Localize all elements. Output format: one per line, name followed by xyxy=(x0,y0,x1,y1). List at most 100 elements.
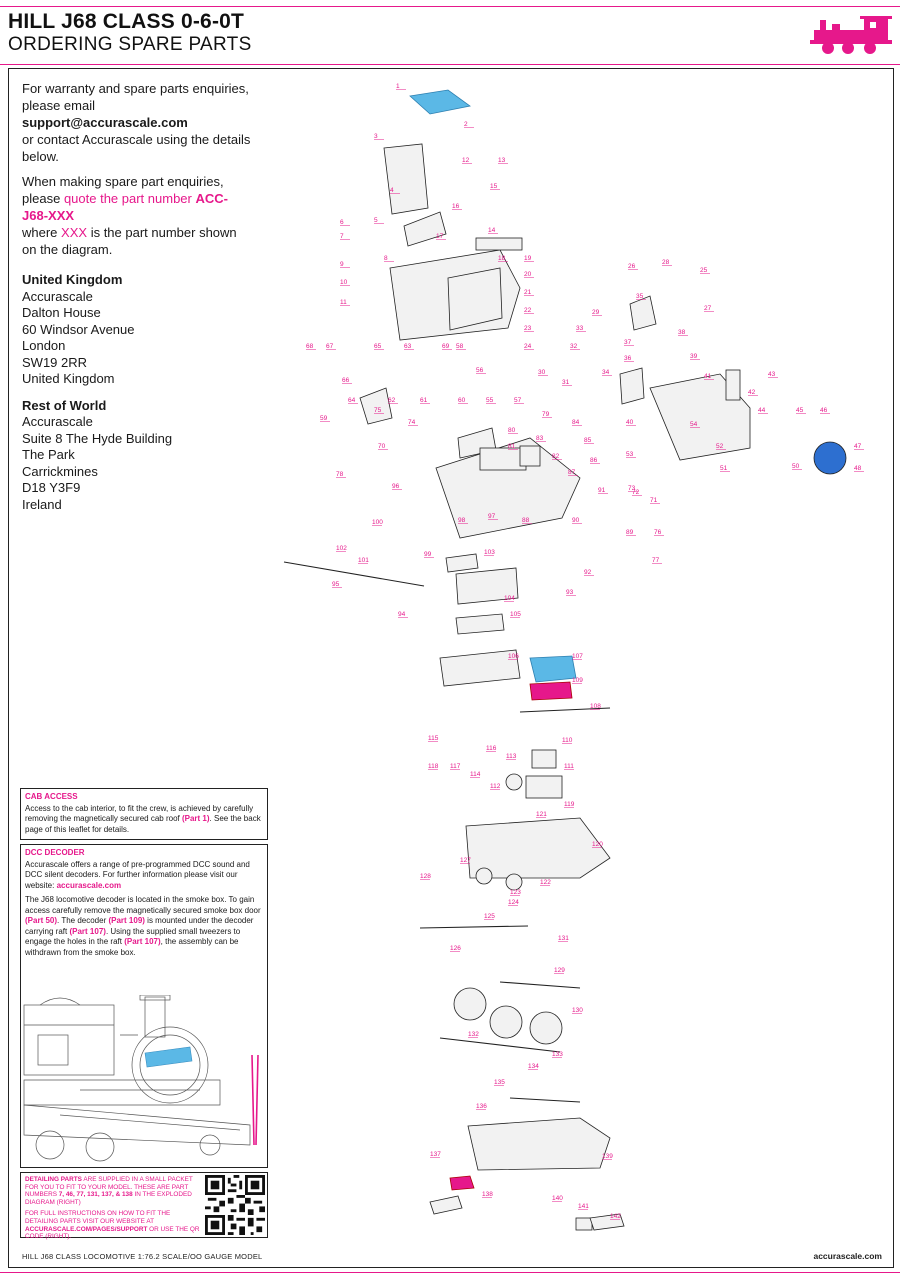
part-number-label: 134 xyxy=(528,1063,539,1070)
part-number-label: 62 xyxy=(388,397,396,404)
part-number-label: 2 xyxy=(464,121,468,128)
website-link[interactable]: accurascale.com xyxy=(56,880,122,890)
part-number-label: 116 xyxy=(486,745,497,752)
detailing-text-2-end: OR USE THE QR CODE (RIGHT). xyxy=(25,1225,200,1241)
part-number-label: 20 xyxy=(524,271,532,278)
intro-line2: or contact Accurascale using the details… xyxy=(22,132,251,164)
part-number-label: 104 xyxy=(504,595,515,602)
part-number-label: 29 xyxy=(592,309,600,316)
part-number-label: 12 xyxy=(462,157,470,164)
part-number-label: 36 xyxy=(624,355,632,362)
intro-quote-paragraph: When making spare part enquiries, please… xyxy=(22,173,252,258)
part-number-label: 103 xyxy=(484,549,495,556)
dcc-heading: DCC DECODER xyxy=(25,848,85,857)
part-number-label: 95 xyxy=(332,581,340,588)
page-subtitle: ORDERING SPARE PARTS xyxy=(8,34,252,55)
quote-text-a: When making spare part enquiries, please xyxy=(22,174,224,206)
part-number-label: 115 xyxy=(428,735,439,742)
locomotive-logo-icon xyxy=(810,16,892,54)
address-line: Suite 8 The Hyde Building xyxy=(22,430,173,446)
part-number-label: 52 xyxy=(716,443,724,450)
address-line: United Kingdom xyxy=(22,371,115,386)
part-number-label: 14 xyxy=(488,227,496,234)
part-number-label: 61 xyxy=(420,397,428,404)
part-number-label: 125 xyxy=(484,913,495,920)
detailing-text-2: FOR FULL INSTRUCTIONS ON HOW TO FIT THE … xyxy=(25,1210,171,1225)
part-number-label: 16 xyxy=(452,203,460,210)
part-number-label: 121 xyxy=(536,811,547,818)
detailing-parts-text: DETAILING PARTS ARE SUPPLIED IN A SMALL … xyxy=(25,1176,203,1241)
header-bottom-rule xyxy=(0,64,900,65)
part-number-label: 111 xyxy=(564,763,574,770)
part-number-label: 27 xyxy=(704,305,712,312)
part-number-label: 131 xyxy=(558,935,569,942)
part-number-label: 82 xyxy=(552,453,560,460)
part-number-label: 54 xyxy=(690,421,698,428)
part-number-label: 71 xyxy=(650,497,658,504)
dcc-p2-a: The J68 locomotive decoder is located in… xyxy=(25,895,261,915)
part-number-label: 112 xyxy=(490,783,501,790)
part-number-label: 26 xyxy=(628,263,636,270)
footer-model-description: HILL J68 CLASS LOCOMOTIVE 1:76.2 SCALE/O… xyxy=(22,1252,263,1261)
part-number-label: 73 xyxy=(628,485,636,492)
diagram-chassis-parts xyxy=(283,561,625,1231)
quote-text-b: quote the part number xyxy=(63,191,192,206)
part-number-label: 81 xyxy=(508,443,516,450)
support-page-link[interactable]: ACCURASCALE.COM/PAGES/SUPPORT xyxy=(25,1225,148,1233)
cab-access-text-b: . See the back page of this leaflet for … xyxy=(25,814,261,834)
detailing-text-1: ARE SUPPLIED IN A SMALL PACKET FOR YOU T… xyxy=(25,1176,193,1199)
address-line: SW19 2RR xyxy=(22,354,88,370)
dcc-p2-e: , the assembly can be withdrawn from the… xyxy=(25,937,239,957)
part-number-label: 13 xyxy=(498,157,506,164)
part-number-label: 85 xyxy=(584,437,592,444)
part-number-label: 25 xyxy=(700,267,708,274)
part-number-label: 65 xyxy=(374,343,382,350)
address-line: Ireland xyxy=(22,496,62,512)
address-line: Accurascale xyxy=(22,414,93,429)
part-number-label: 88 xyxy=(522,517,530,524)
dcc-p1-text: Accurascale offers a range of pre-progra… xyxy=(25,859,250,890)
part-number-label: 74 xyxy=(408,419,416,426)
part-number-label: 120 xyxy=(592,841,603,848)
cab-access-heading: CAB ACCESS xyxy=(25,792,78,801)
part-number-label: 8 xyxy=(384,255,388,262)
content-frame xyxy=(8,68,894,1268)
part-number-label: 42 xyxy=(748,389,756,396)
part-number-label: 28 xyxy=(662,259,670,266)
part-number-label: 117 xyxy=(450,763,461,770)
cab-access-part: (Part 1) xyxy=(181,814,210,823)
part-number-label: 60 xyxy=(458,397,466,404)
part-number-label: 133 xyxy=(552,1051,563,1058)
part-number-label: 56 xyxy=(476,367,484,374)
qr-code-icon[interactable] xyxy=(205,1175,265,1235)
part-number-label: 122 xyxy=(540,879,551,886)
cab-access-box: CAB ACCESS Access to the cab interior, t… xyxy=(20,788,268,840)
part-number-label: 84 xyxy=(572,419,580,426)
part-number-label: 31 xyxy=(562,379,570,386)
smokebox-illustration xyxy=(23,995,259,1162)
part-number-label: 45 xyxy=(796,407,804,414)
part-number-label: 10 xyxy=(340,279,348,286)
part-number-label: 142 xyxy=(610,1213,621,1220)
part-number-label: 127 xyxy=(460,857,471,864)
cab-access-text: Access to the cab interior, to fit the c… xyxy=(25,804,263,836)
part-code: ACC-J68-XXX xyxy=(22,191,228,223)
quote-xxx: XXX xyxy=(61,225,88,240)
detailing-heading: DETAILING PARTS xyxy=(25,1176,82,1183)
part-number-label: 87 xyxy=(568,469,576,476)
part-number-label: 38 xyxy=(678,329,686,336)
part-number-label: 109 xyxy=(572,677,583,684)
detailing-parts-box: DETAILING PARTS ARE SUPPLIED IN A SMALL … xyxy=(20,1172,268,1241)
quote-text-c: where xyxy=(22,225,58,240)
part-number-label: 110 xyxy=(562,737,573,744)
part-number-label: 18 xyxy=(498,255,506,262)
part-number-label: 105 xyxy=(510,611,521,618)
support-email-link[interactable]: support@accurascale.com xyxy=(22,115,188,130)
part-number-label: 101 xyxy=(358,557,369,564)
detailing-text-1-end: IN THE EXPLODED DIAGRAM (RIGHT) xyxy=(25,1191,192,1206)
intro-contact-paragraph: For warranty and spare parts enquiries, … xyxy=(22,80,252,165)
part-number-label: 106 xyxy=(508,653,519,660)
part-number-label: 23 xyxy=(524,325,532,332)
part-number-label: 98 xyxy=(458,517,466,524)
footer-website-link[interactable]: accurascale.com xyxy=(813,1251,882,1261)
